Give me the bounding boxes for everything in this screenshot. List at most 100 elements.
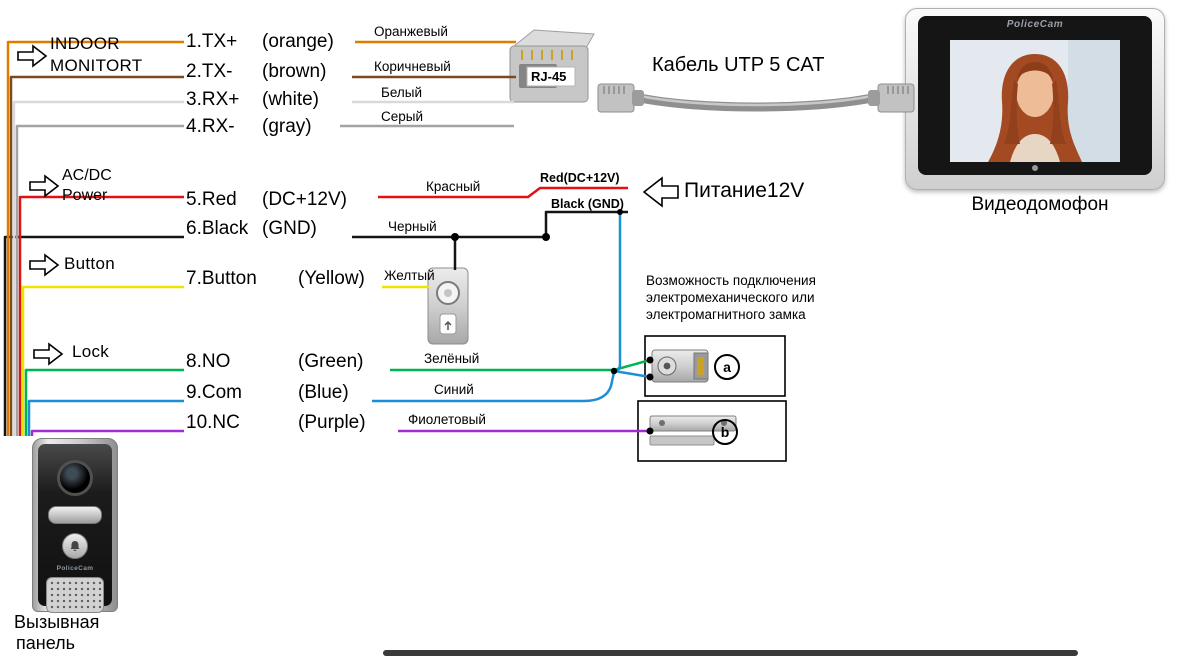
wire-red (378, 186, 628, 199)
pin-color: (DC+12V) (262, 189, 347, 210)
monitor-led (1032, 165, 1038, 171)
arrow-right-icon (29, 253, 60, 277)
pin-row-4: 4.RX- (gray) (186, 116, 312, 138)
bell-icon (70, 541, 80, 552)
pin-row-1: 1.TX+ (orange) (186, 31, 334, 53)
pin-name: 2.TX- (186, 61, 233, 82)
panel-caption-line1: Вызывная (14, 612, 100, 632)
panel-caption-line2: панель (16, 633, 75, 653)
pin-row-7: 7.Button (Yellow) (186, 268, 365, 290)
pin-row-2: 2.TX- (brown) (186, 61, 326, 83)
acdc-power-label-line1: AC/DC (62, 167, 112, 184)
camera-lens-icon (57, 460, 93, 496)
brand-logo: PoliceCam (56, 565, 94, 572)
wire-blue (613, 369, 651, 379)
pin-color: (GND) (262, 218, 317, 239)
door-station-device: PoliceCam (32, 438, 118, 613)
arrow-right-icon (33, 342, 64, 366)
pin-color: (Green) (298, 351, 364, 372)
arrow-right-icon (29, 174, 60, 198)
junction-dots (451, 209, 654, 435)
monitor-caption: Видеодомофон (971, 194, 1109, 215)
lock-note-line1: Возможность подключения (646, 273, 816, 288)
screen-portrait-image (950, 40, 1120, 162)
pin-color: (orange) (262, 31, 334, 52)
wire-blue (372, 371, 616, 403)
wire-color-label-ru: Красный (426, 179, 481, 194)
wire-blue (27, 399, 184, 436)
pin-name: 7.Button (186, 268, 257, 289)
wire-purple (30, 429, 184, 436)
direction-arrows (17, 44, 679, 366)
pin-name: 1.TX+ (186, 31, 238, 52)
pin-name: 4.RX- (186, 116, 235, 137)
wire-color-label-ru: Желтый (384, 268, 435, 283)
pin-row-8: 8.NO (Green) (186, 351, 363, 373)
wire-orange (6, 40, 184, 436)
wire-yellow (21, 285, 184, 436)
door-station-face: PoliceCam (38, 444, 112, 613)
lock-a-badge: a (714, 354, 740, 380)
power-supply-label: Питание12V (684, 179, 805, 202)
pin-name: 5.Red (186, 189, 237, 210)
call-button (62, 533, 88, 559)
lock-note-line2: электромеханического или (646, 290, 815, 305)
pin-name: 6.Black (186, 218, 249, 239)
pin-name: 8.NO (186, 351, 231, 372)
pin-row-5: 5.Red (DC+12V) (186, 189, 347, 211)
cropped-content-edge (383, 650, 1078, 656)
rj45-label: RJ-45 (531, 69, 567, 84)
lock-note-line3: электромагнитного замка (646, 307, 806, 322)
pin-row-10: 10.NC (Purple) (186, 412, 366, 434)
utp-cable-graphic (597, 83, 915, 113)
pin-color: (brown) (262, 61, 327, 82)
wire-color-label-ru: Серый (381, 109, 424, 124)
speaker-grille (46, 577, 104, 613)
wire-color-label-ru: Коричневый (374, 59, 451, 74)
pin-color: (Purple) (298, 412, 366, 433)
monitor-bezel: PoliceCam (918, 16, 1152, 175)
rj45-connector-graphic (509, 29, 595, 103)
indoor-monitor-label-line1: INDOOR (50, 34, 120, 53)
ir-light-bar (48, 506, 102, 524)
lock-group-label: Lock (72, 342, 110, 361)
brand-logo: PoliceCam (1006, 19, 1064, 30)
arrow-right-icon (17, 44, 48, 68)
power-red-label: Red(DC+12V) (540, 171, 620, 185)
monitor-screen (950, 40, 1120, 162)
wire-gray (15, 124, 184, 436)
wire-blue (615, 212, 622, 373)
button-group-label: Button (64, 254, 115, 273)
wire-color-label-ru: Фиолетовый (408, 412, 486, 427)
wire-color-label-ru: Зелёный (424, 351, 480, 366)
pin-color: (gray) (262, 116, 312, 137)
lock-b-badge: b (712, 419, 738, 445)
wire-black (544, 210, 628, 237)
wire-color-label-ru: Черный (388, 219, 437, 234)
exit-button-graphic (427, 267, 469, 345)
indoor-monitor-label-line2: MONITORT (50, 56, 143, 75)
pin-color: (Blue) (298, 382, 349, 403)
pin-color: (Yellow) (298, 268, 365, 289)
pin-row-9: 9.Com(Blue) (186, 382, 349, 404)
wire-green (24, 368, 184, 436)
pin-color: (white) (262, 89, 320, 110)
pin-name: 10.NC (186, 412, 240, 433)
wire-color-label-ru: Оранжевый (374, 24, 448, 39)
wire-color-label-ru: Синий (434, 382, 474, 397)
wire-brown (9, 75, 184, 436)
power-black-label: Black (GND) (551, 197, 624, 211)
electromechanical-lock-graphic (651, 349, 709, 383)
pin-row-6: 6.Black (GND) (186, 218, 317, 240)
wire-black (3, 235, 184, 436)
acdc-power-label-line2: Power (62, 187, 108, 204)
utp-cable-label: Кабель UTP 5 CAT (652, 54, 825, 76)
pin-name: 3.RX+ (186, 89, 240, 110)
wire-color-label-ru: Белый (381, 85, 423, 100)
pin-row-3: 3.RX+ (white) (186, 89, 319, 111)
arrow-left-icon (642, 176, 679, 208)
indoor-monitor-device: PoliceCam (905, 8, 1165, 190)
wire-white (12, 100, 184, 436)
